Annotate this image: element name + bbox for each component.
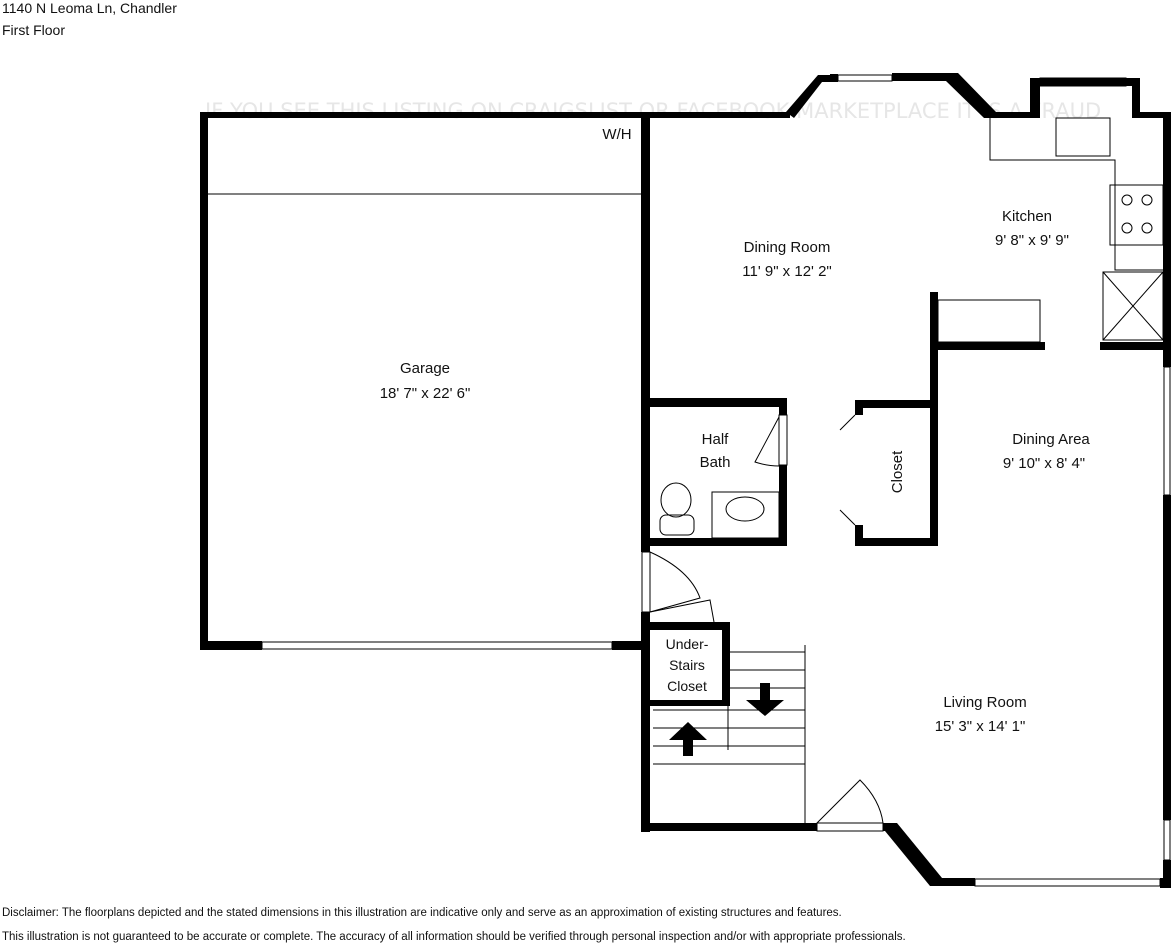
dining-area-dims: 9' 10" x 8' 4" bbox=[1003, 455, 1085, 472]
fixtures bbox=[208, 74, 1171, 887]
dining-area-name: Dining Area bbox=[1012, 431, 1090, 448]
living-room-name: Living Room bbox=[943, 694, 1026, 711]
walls bbox=[200, 73, 1171, 888]
watermark: IF YOU SEE THIS LISTING ON CRAIGSLIST OR… bbox=[205, 99, 1101, 123]
arrow-up-icon bbox=[669, 722, 707, 756]
arrow-down-icon bbox=[746, 683, 784, 716]
living-room-dims: 15' 3" x 14' 1" bbox=[935, 718, 1026, 735]
stair-arrows bbox=[669, 683, 784, 756]
dining-room-name: Dining Room bbox=[744, 239, 831, 256]
disclaimer-line-2: This illustration is not guaranteed to b… bbox=[2, 931, 906, 943]
dining-room-dims: 11' 9" x 12' 2" bbox=[742, 263, 832, 280]
half-bath-name-1: Half bbox=[702, 431, 730, 448]
disclaimer-line-1: Disclaimer: The floorplans depicted and … bbox=[2, 907, 842, 919]
kitchen-dims: 9' 8" x 9' 9" bbox=[995, 232, 1069, 249]
floor-label: First Floor bbox=[2, 22, 65, 38]
address: 1140 N Leoma Ln, Chandler bbox=[2, 0, 177, 16]
under-stairs-3: Closet bbox=[667, 678, 707, 694]
garage-name: Garage bbox=[400, 360, 450, 377]
kitchen-name: Kitchen bbox=[1002, 208, 1052, 225]
half-bath-name-2: Bath bbox=[700, 454, 731, 471]
closet-name: Closet bbox=[889, 450, 906, 493]
water-heater-label: W/H bbox=[602, 126, 631, 143]
garage-dims: 18' 7" x 22' 6" bbox=[380, 385, 471, 402]
under-stairs-2: Stairs bbox=[669, 657, 705, 673]
under-stairs-1: Under- bbox=[666, 636, 709, 652]
